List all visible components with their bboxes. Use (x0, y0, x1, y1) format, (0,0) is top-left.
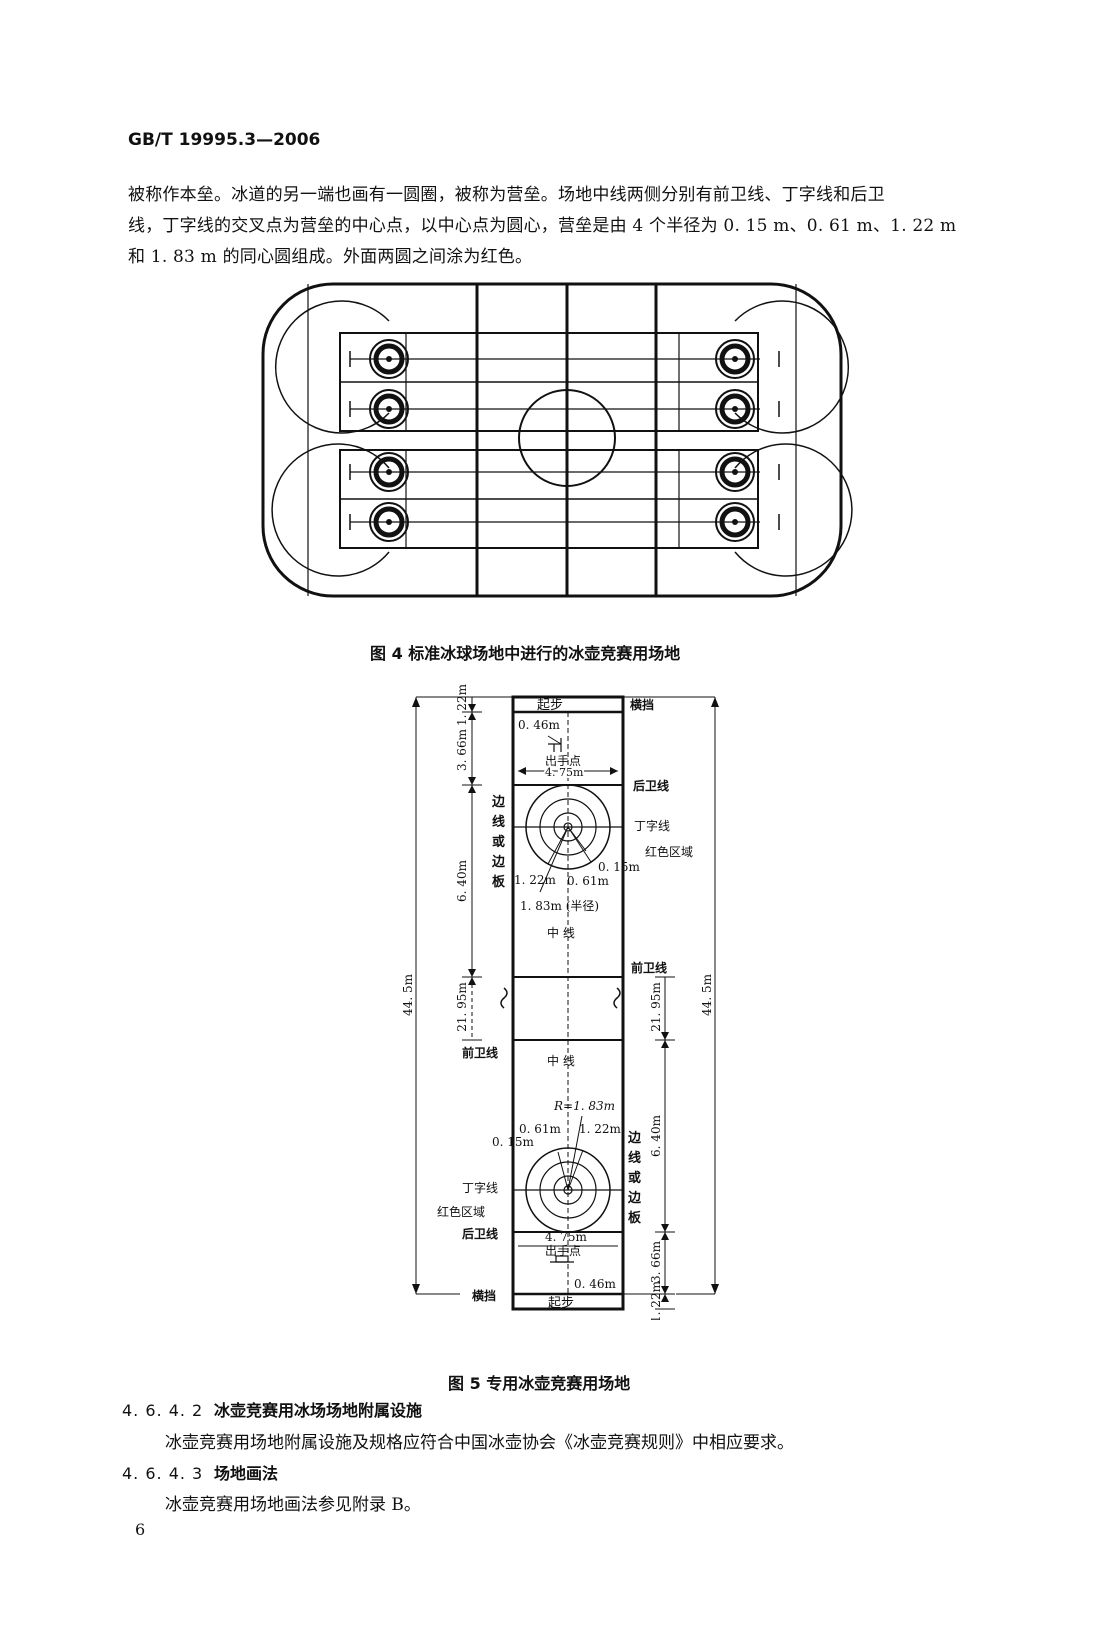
label-015-bottom: 0. 15m (492, 1135, 535, 1149)
section-4643-heading: 4. 6. 4. 3 场地画法 (122, 1460, 278, 1484)
dim-366-left: 3. 66m (455, 728, 469, 771)
sideline-right-char-1: 边 (627, 1131, 642, 1146)
label-hack-bottom: 横挡 (472, 1288, 496, 1303)
dim-122-left: 1. 22m (455, 683, 469, 726)
label-red-bottom: 红色区域 (437, 1204, 485, 1219)
sideline-label-right: 边 线 或 边 板 (627, 1131, 642, 1226)
label-start-bottom: 起步 (548, 1296, 574, 1311)
section-4642-title: 冰壶竞赛用冰场场地附属设施 (214, 1401, 423, 1420)
label-red-top: 红色区域 (645, 844, 693, 859)
label-475-bottom: 4. 75m (545, 1230, 588, 1244)
label-tee-bottom: 丁字线 (462, 1180, 498, 1195)
label-tee-top: 丁字线 (634, 818, 670, 833)
figure-5-caption: 图 5 专用冰壶竞赛用场地 (448, 1374, 631, 1393)
figure-4-house-right-2 (715, 389, 755, 429)
label-183-bottom: R=1. 83m (553, 1099, 615, 1113)
label-hogline-top: 前卫线 (631, 960, 667, 975)
dim-640-right: 6. 40m (649, 1114, 663, 1157)
figure-5-sheet-diagram: 起步 起步 横挡 横挡 0. 46m 0. 46m 出手点 出手点 4. 75m… (401, 683, 719, 1320)
label-hack-top: 横挡 (630, 697, 654, 712)
label-hogline-bottom: 前卫线 (462, 1045, 498, 1060)
figure-4-house-left-2 (369, 389, 409, 429)
figure-4-house-right-1 (715, 339, 755, 379)
section-4643-title: 场地画法 (214, 1464, 279, 1483)
section-4643-body: 冰壶竞赛用场地画法参见附录 B。 (165, 1495, 421, 1515)
standard-number: GB/T 19995.3—2006 (128, 130, 321, 150)
section-4642-body: 冰壶竞赛用场地附属设施及规格应符合中国冰壶协会《冰壶竞赛规则》中相应要求。 (165, 1433, 794, 1453)
sideline-left-char-3: 或 (492, 834, 505, 850)
label-centerline-top: 中 线 (547, 925, 575, 940)
dim-366-right: 3. 66m (649, 1240, 663, 1283)
sideline-right-char-3: 或 (628, 1170, 641, 1186)
label-release-top: 出手点 (545, 754, 581, 768)
figure-4-rink-diagram (261, 282, 853, 598)
label-061-bottom: 0. 61m (519, 1122, 562, 1136)
intro-paragraph: 被称作本垒。冰道的另一端也画有一圆圈，被称为营垒。场地中线两侧分别有前卫线、丁字… (128, 180, 1008, 273)
figure-4-caption: 图 4 标准冰球场地中进行的冰壶竞赛用场地 (370, 644, 681, 663)
dim-445-right: 44. 5m (700, 973, 714, 1016)
intro-line-3: 和 1. 83 m 的同心圆组成。外面两圆之间涂为红色。 (128, 247, 533, 267)
figure-4-house-left-3 (369, 452, 409, 492)
figure-4-house-left-1 (369, 339, 409, 379)
figure-4-house-right-3 (715, 452, 755, 492)
label-061-top: 0. 61m (567, 874, 610, 888)
intro-line-1: 被称作本垒。冰道的另一端也画有一圆圈，被称为营垒。场地中线两侧分别有前卫线、丁字… (128, 185, 885, 205)
dim-2195-left: 21. 95m (455, 982, 469, 1032)
sideline-left-char-4: 边 (491, 855, 506, 870)
dim-640-left: 6. 40m (455, 859, 469, 902)
figure-4-house-left-4 (369, 502, 409, 542)
label-122-bottom: 1. 22m (579, 1122, 622, 1136)
label-046-bottom: 0. 46m (574, 1277, 617, 1291)
dim-2195-right: 21. 95m (649, 982, 663, 1032)
label-046-top: 0. 46m (518, 718, 561, 732)
figure-4-house-right-4 (715, 502, 755, 542)
sideline-right-char-4: 边 (627, 1191, 642, 1206)
section-4642-heading: 4. 6. 4. 2 冰壶竞赛用冰场场地附属设施 (122, 1397, 422, 1421)
label-183-top: 1. 83m (半径) (520, 899, 599, 913)
sideline-left-char-1: 边 (491, 795, 506, 810)
dim-122-right: 1. 22m (649, 1280, 663, 1320)
page-number: 6 (135, 1520, 146, 1539)
label-centerline-bottom: 中 线 (547, 1053, 575, 1068)
label-122-top: 1. 22m (514, 873, 557, 887)
label-release-bottom: 出手点 (545, 1244, 581, 1258)
label-475-top: 4. 75m (545, 766, 584, 779)
section-4642-number: 4. 6. 4. 2 (122, 1401, 204, 1420)
sideline-left-char-2: 线 (492, 814, 505, 830)
section-4643-number: 4. 6. 4. 3 (122, 1464, 204, 1483)
sideline-label-left: 边 线 或 边 板 (491, 795, 506, 890)
sideline-left-char-5: 板 (492, 874, 506, 890)
sideline-right-char-5: 板 (628, 1210, 642, 1226)
label-backline-bottom: 后卫线 (462, 1226, 498, 1241)
sideline-right-char-2: 线 (628, 1150, 641, 1166)
label-backline-top: 后卫线 (633, 778, 669, 793)
dim-445-left: 44. 5m (401, 973, 415, 1016)
label-start-top: 起步 (537, 698, 563, 713)
label-015-top: 0. 15m (598, 860, 641, 874)
intro-line-2: 线，丁字线的交叉点为营垒的中心点，以中心点为圆心，营垒是由 4 个半径为 0. … (128, 216, 957, 236)
